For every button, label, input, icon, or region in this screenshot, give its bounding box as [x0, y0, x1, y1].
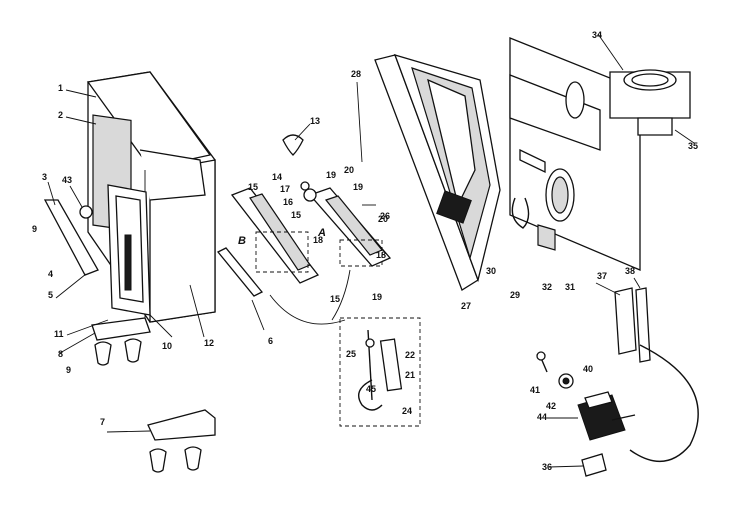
- callout: 3: [42, 172, 47, 182]
- control-bracket: [614, 287, 699, 463]
- heat-exchanger: [374, 54, 501, 291]
- callout: 15: [330, 294, 340, 304]
- callout: 7: [100, 417, 105, 427]
- callout: 42: [546, 401, 556, 411]
- callout: 45: [366, 384, 376, 394]
- callout: 32: [542, 282, 552, 292]
- foot: [124, 338, 142, 363]
- callout: 20: [378, 214, 388, 224]
- callout: 35: [688, 141, 698, 151]
- foot: [149, 448, 167, 473]
- callout: 14: [272, 172, 282, 182]
- callout: 6: [268, 336, 273, 346]
- screw: [536, 351, 548, 373]
- callout: 15: [291, 210, 301, 220]
- callout: 20: [344, 165, 354, 175]
- callout: 24: [402, 406, 412, 416]
- callout: 19: [353, 182, 363, 192]
- callout: 36: [542, 462, 552, 472]
- callout: 9: [32, 224, 37, 234]
- detail-box-a: [339, 239, 383, 267]
- detail-letter-b: B: [238, 235, 246, 247]
- back-panel: [509, 37, 641, 271]
- callout: 4: [48, 269, 53, 279]
- callout: 28: [351, 69, 361, 79]
- callout: 34: [592, 30, 602, 40]
- callout: 22: [405, 350, 415, 360]
- detail-box-b: [255, 231, 309, 273]
- callout: 43: [62, 175, 72, 185]
- arrow-b: [269, 294, 346, 325]
- callout: 12: [204, 338, 214, 348]
- side-panel: [43, 199, 99, 276]
- foot: [184, 446, 202, 471]
- cabinet-housing: [86, 71, 216, 323]
- arrow-a: [331, 269, 351, 321]
- foot-bracket-upper: [91, 317, 151, 366]
- callout: 16: [283, 197, 293, 207]
- callout: 18: [313, 235, 323, 245]
- callout: 25: [346, 349, 356, 359]
- gas-valve: [577, 391, 636, 441]
- callout: 9: [66, 365, 71, 375]
- callout: 38: [625, 266, 635, 276]
- callout: 5: [48, 290, 53, 300]
- callout: 26: [380, 211, 390, 221]
- clip: [581, 453, 607, 477]
- pilot-assembly: [358, 329, 403, 411]
- callout: 11: [54, 329, 64, 339]
- foot: [94, 341, 112, 366]
- knob: [558, 373, 574, 389]
- callout: 29: [510, 290, 520, 300]
- detail-box-pilot: [339, 317, 421, 427]
- callout-labels: 1 2 3 43 9 4 5 11 8 9 10 12 6 7 13 14 17…: [32, 30, 698, 472]
- vent-collar: [609, 69, 691, 136]
- callout: 8: [58, 349, 63, 359]
- callout: 2: [58, 110, 63, 120]
- callout: 1: [58, 83, 63, 93]
- callout: 17: [280, 184, 290, 194]
- callout: 27: [461, 301, 471, 311]
- callout: 18: [376, 250, 386, 260]
- callout: 41: [530, 385, 540, 395]
- foot-bracket-lower: [147, 409, 216, 473]
- callout: 10: [162, 341, 172, 351]
- callout: 19: [372, 292, 382, 302]
- thermocouple-fitting: [282, 134, 317, 202]
- callout: 44: [537, 412, 547, 422]
- callout: 37: [597, 271, 607, 281]
- callout: 13: [310, 116, 320, 126]
- callout: 31: [565, 282, 575, 292]
- detail-letter-a: A: [317, 227, 326, 239]
- leader-lines: [47, 33, 695, 468]
- rail: [216, 247, 264, 297]
- detail-letters: B A: [238, 227, 326, 247]
- front-frame: [107, 184, 151, 316]
- callout: 15: [248, 182, 258, 192]
- callout: 40: [583, 364, 593, 374]
- callout: 21: [405, 370, 415, 380]
- callout: 30: [486, 266, 496, 276]
- callout: 19: [326, 170, 336, 180]
